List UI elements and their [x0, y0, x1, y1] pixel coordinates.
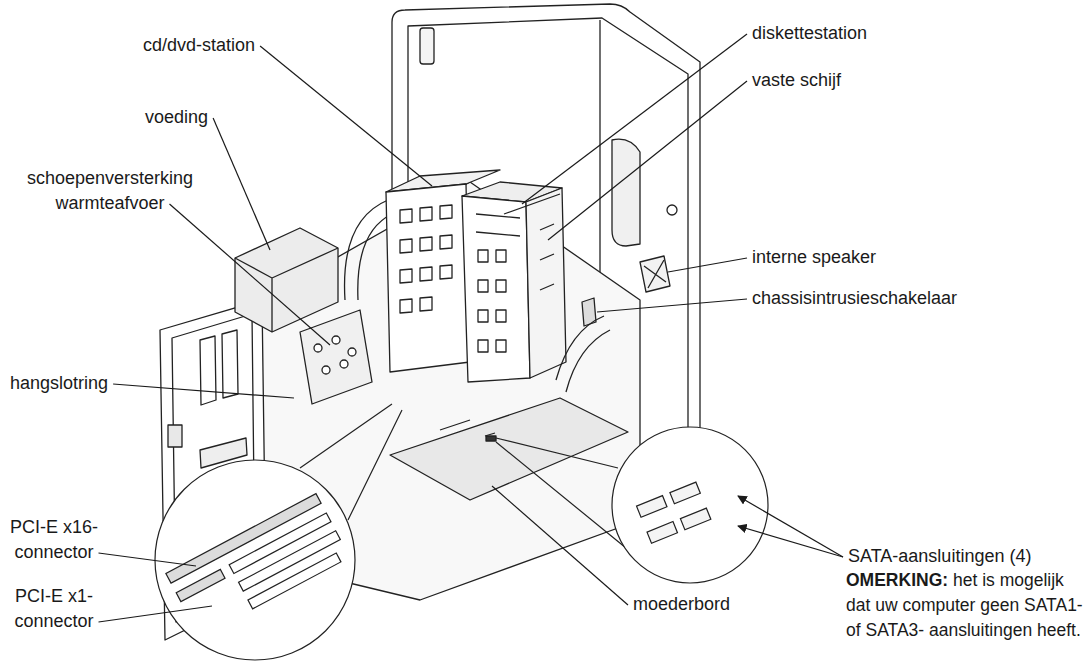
part-label: chassisintrusieschakelaar [752, 286, 957, 311]
drawing-part [496, 340, 506, 352]
drawing-part [340, 360, 348, 368]
drawing-part [540, 224, 554, 290]
drawing-part [644, 260, 666, 288]
part-label: hangslotring [10, 371, 108, 396]
drawing-part [496, 310, 506, 322]
drawing-part [400, 205, 452, 313]
leader-line [738, 526, 843, 557]
part-label: schoepenversterking warmteafvoer [10, 166, 210, 216]
leader-line [492, 486, 628, 605]
leader-line [99, 606, 213, 622]
leader-line [738, 496, 843, 557]
drawing-part [526, 188, 566, 378]
drawing-part [478, 250, 488, 262]
drawing-part [640, 256, 670, 292]
part-label: PCI-E x1- connector [4, 584, 104, 634]
drawing-part [670, 482, 700, 504]
leader-line [668, 258, 747, 272]
drawing-part [176, 569, 225, 601]
part-label: interne speaker [752, 245, 876, 270]
sata-inset [496, 427, 768, 583]
leader-line [522, 34, 747, 204]
part-label: moederbord [633, 592, 730, 617]
part-label: cd/dvd-station [143, 33, 255, 58]
drawing-part [496, 280, 506, 292]
part-label: vaste schijf [752, 68, 841, 93]
drawing-part [332, 336, 340, 344]
drawing-part [637, 496, 667, 518]
drawing-part [647, 522, 677, 544]
drawing-part [476, 194, 560, 236]
drawing-part [390, 398, 628, 500]
leader-line [260, 46, 432, 186]
part-label: SATA-aansluitingen (4) [848, 544, 1031, 569]
drawing-part [420, 28, 434, 64]
pci-inset [155, 404, 402, 660]
drawing-part [314, 344, 322, 352]
drawing-part [155, 460, 355, 660]
leader-line [597, 299, 747, 312]
drawing-part [496, 250, 506, 262]
note-heading: OMERKING: [846, 570, 948, 590]
drawing-part [440, 420, 495, 436]
drawing-part [612, 427, 768, 583]
drawing-part [166, 494, 321, 584]
drawing-part [486, 436, 496, 441]
drawing-part [637, 482, 711, 543]
leader-line [213, 118, 270, 250]
drawing-part [322, 366, 330, 374]
part-label: voeding [145, 105, 208, 130]
drawing-part [496, 438, 626, 548]
drawing-part [462, 196, 530, 382]
drawing-part [248, 553, 341, 609]
drawing-part [235, 228, 338, 332]
drawing-part [680, 508, 710, 530]
drawing-part [556, 316, 610, 392]
drawing-part [667, 205, 677, 215]
drawing-part [345, 200, 388, 300]
drawing-part [612, 139, 640, 246]
drawing-part [478, 340, 488, 352]
drawing-part [300, 310, 372, 404]
chassis [160, 4, 700, 640]
drawing-part [478, 280, 488, 292]
leader-line [113, 384, 294, 398]
leader-line [548, 81, 747, 240]
drawing-part [235, 248, 338, 332]
leader-line [170, 204, 331, 345]
drawing-part [386, 184, 470, 372]
part-label: diskettestation [752, 21, 867, 46]
leader-lines [99, 34, 844, 622]
leader-line [99, 553, 197, 566]
part-label: PCI-E x16- connector [4, 515, 104, 565]
drawing-part [168, 425, 182, 447]
drawing-part [348, 348, 356, 356]
note-block: OMERKING:het is mogelijk dat uw computer… [846, 568, 1084, 643]
drawing-part [239, 531, 341, 591]
drawing-part [478, 310, 488, 322]
